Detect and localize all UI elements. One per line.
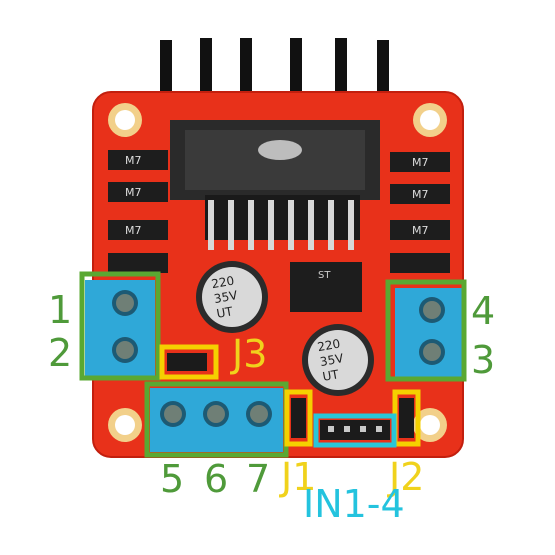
diode-label: M7: [412, 224, 429, 237]
capacitor-right: 220 35V UT: [302, 324, 374, 396]
label-4: 4: [471, 289, 495, 333]
label-1: 1: [48, 288, 72, 332]
input-header-body: [320, 420, 390, 440]
diodes-left: M7 M7 M7: [108, 150, 168, 273]
label-2: 2: [48, 331, 72, 375]
diode-label: M7: [125, 154, 142, 167]
jumper-j1-body: [291, 398, 306, 438]
capacitor-left: 220 35V UT: [196, 261, 268, 333]
cap-text: 35V: [319, 351, 345, 369]
label-in1-4: IN1-4: [303, 482, 405, 526]
diode-label: M7: [125, 224, 142, 237]
cap-text: UT: [215, 304, 234, 321]
diode-label: M7: [412, 156, 429, 169]
cap-text: 220: [210, 273, 235, 291]
label-j3: J3: [230, 332, 267, 376]
jumper-j3-body: [167, 353, 207, 371]
label-3: 3: [471, 338, 495, 382]
diode-label: M7: [125, 186, 142, 199]
label-j2: J2: [387, 455, 424, 499]
cap-text: 220: [316, 336, 341, 354]
jumper-j2-body: [399, 398, 414, 438]
terminal-box-3-4: [385, 279, 467, 382]
jumper-box-j3: [159, 344, 219, 380]
label-j1: J1: [279, 455, 316, 499]
terminal-box-1-2: [79, 271, 161, 381]
label-6: 6: [204, 457, 228, 501]
regulator-text: ST: [318, 270, 331, 281]
diode-label: M7: [412, 188, 429, 201]
terminal-block-bottom: [150, 388, 283, 452]
cap-text: 35V: [213, 288, 239, 306]
l298n-chip: [170, 120, 380, 250]
diodes-right: M7 M7 M7: [390, 152, 450, 273]
label-5: 5: [160, 457, 184, 501]
terminal-block-right: [395, 288, 465, 378]
label-7: 7: [246, 457, 270, 501]
terminal-block-left: [85, 280, 155, 376]
cap-text: UT: [321, 367, 340, 384]
mounting-holes: [108, 103, 447, 442]
regulator: [290, 262, 362, 312]
input-box: [313, 413, 397, 448]
jumper-box-j1: [284, 389, 313, 447]
